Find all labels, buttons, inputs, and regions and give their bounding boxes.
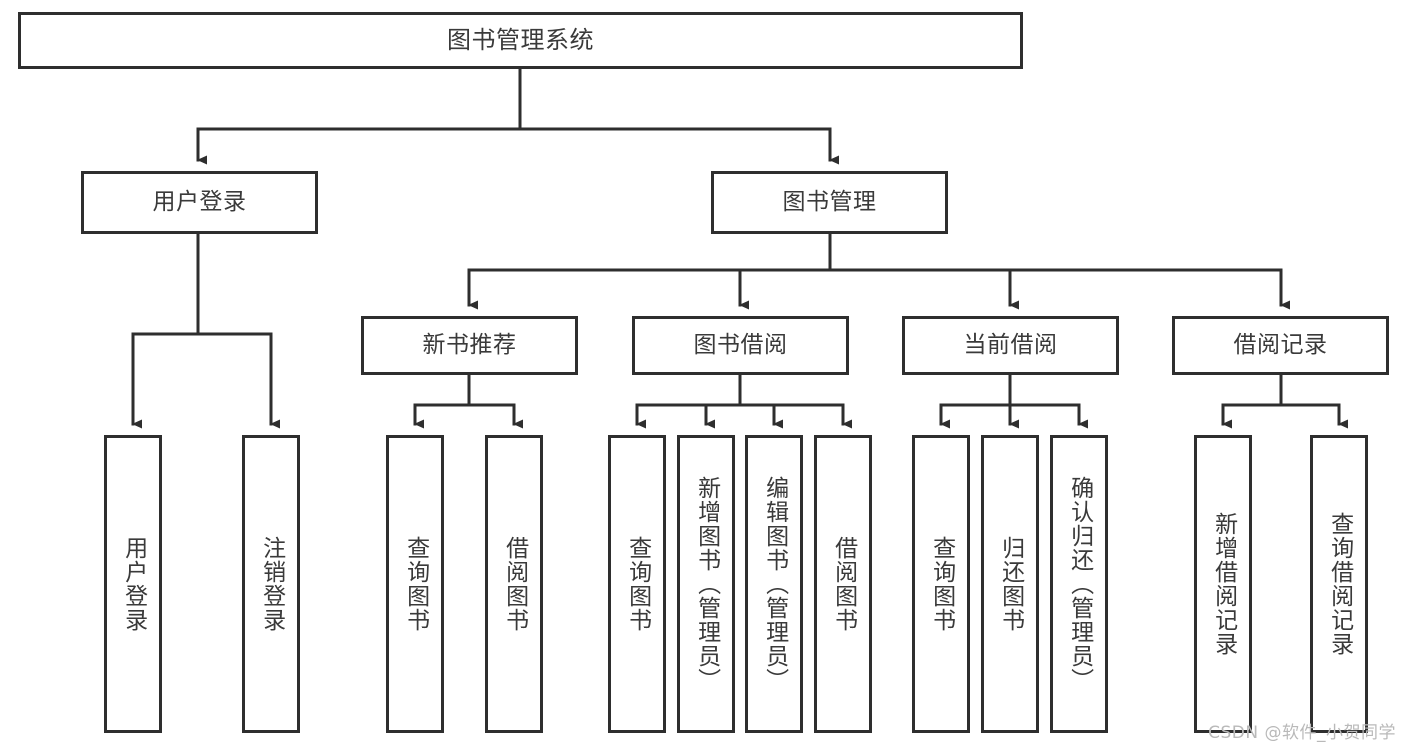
leaf-record-query-record-label: 查询借阅记录 [1326,512,1353,656]
leaf-current-confirm-return[interactable]: 确认归还（管理员） [1050,435,1108,733]
node-user-login-label: 用户登录 [152,188,247,215]
leaf-borrow-edit-book-label: 编辑图书（管理员） [761,476,788,692]
node-book-management-label: 图书管理 [782,188,877,215]
leaf-recommend-query-book-label: 查询图书 [402,536,429,632]
node-current-borrow[interactable]: 当前借阅 [902,316,1119,375]
leaf-borrow-borrow-book[interactable]: 借阅图书 [814,435,872,733]
leaf-record-query-record[interactable]: 查询借阅记录 [1310,435,1368,733]
node-borrow-record-label: 借阅记录 [1233,331,1328,358]
leaf-current-query-book-label: 查询图书 [928,536,955,632]
leaf-current-return-book-label: 归还图书 [997,536,1024,632]
leaf-user-login-logout[interactable]: 注销登录 [242,435,300,733]
node-current-borrow-label: 当前借阅 [963,331,1058,358]
leaf-borrow-add-book[interactable]: 新增图书（管理员） [677,435,735,733]
node-user-login[interactable]: 用户登录 [81,171,318,234]
leaf-current-query-book[interactable]: 查询图书 [912,435,970,733]
leaf-record-add-record[interactable]: 新增借阅记录 [1194,435,1252,733]
node-new-book-recommend[interactable]: 新书推荐 [361,316,578,375]
node-new-book-recommend-label: 新书推荐 [422,331,517,358]
leaf-recommend-borrow-book-label: 借阅图书 [501,536,528,632]
leaf-borrow-query-book[interactable]: 查询图书 [608,435,666,733]
node-borrow-record[interactable]: 借阅记录 [1172,316,1389,375]
leaf-recommend-query-book[interactable]: 查询图书 [386,435,444,733]
leaf-current-confirm-return-label: 确认归还（管理员） [1066,476,1093,692]
leaf-recommend-borrow-book[interactable]: 借阅图书 [485,435,543,733]
leaf-borrow-borrow-book-label: 借阅图书 [830,536,857,632]
leaf-borrow-query-book-label: 查询图书 [624,536,651,632]
node-book-borrow-label: 图书借阅 [693,331,788,358]
node-book-borrow[interactable]: 图书借阅 [632,316,849,375]
leaf-borrow-edit-book[interactable]: 编辑图书（管理员） [745,435,803,733]
leaf-record-add-record-label: 新增借阅记录 [1210,512,1237,656]
leaf-current-return-book[interactable]: 归还图书 [981,435,1039,733]
leaf-user-login-login[interactable]: 用户登录 [104,435,162,733]
leaf-user-login-logout-label: 注销登录 [258,536,285,632]
node-root-label: 图书管理系统 [447,26,594,55]
node-root-book-management-system[interactable]: 图书管理系统 [18,12,1023,69]
node-book-management[interactable]: 图书管理 [711,171,948,234]
leaf-user-login-login-label: 用户登录 [120,536,147,632]
leaf-borrow-add-book-label: 新增图书（管理员） [693,476,720,692]
